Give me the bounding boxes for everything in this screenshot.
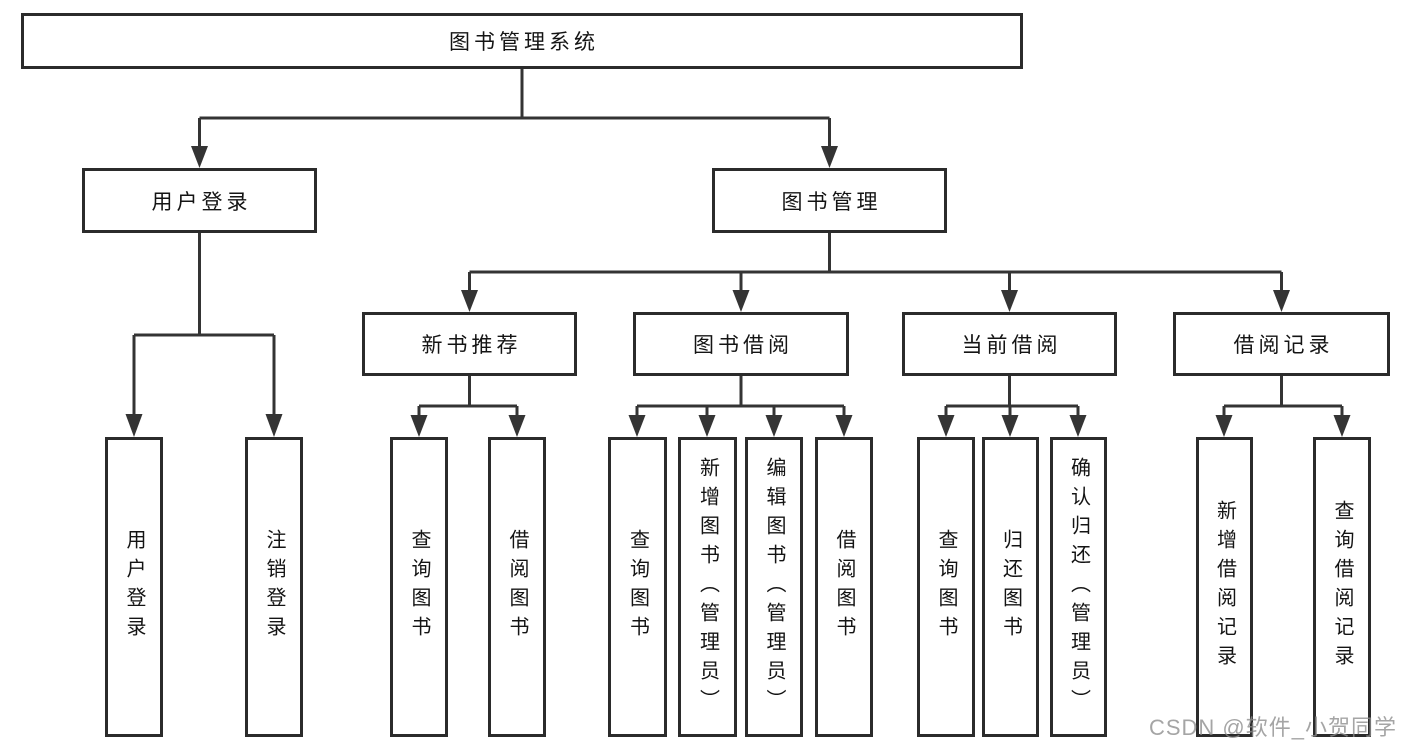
- node-label: 借阅记录: [1233, 334, 1334, 357]
- node-label: 查询图书: [626, 529, 649, 645]
- node-label: 查询借阅记录: [1331, 500, 1353, 674]
- node-library-management-system: 图书管理系统: [21, 13, 1023, 69]
- node-new-book-recommend: 新书推荐: [362, 312, 577, 376]
- node-label: 归还图书: [999, 529, 1022, 645]
- node-label: 借阅图书: [833, 529, 855, 645]
- node-label: 新增图书（管理员）: [696, 456, 719, 718]
- leaf-query-books-current: 查询图书: [917, 437, 975, 737]
- node-label: 当前借阅: [961, 334, 1062, 357]
- node-label: 用户登录: [123, 529, 145, 645]
- node-user-login: 用户登录: [82, 168, 317, 233]
- node-label: 新书推荐: [421, 334, 522, 357]
- connector-borrowing-records-to-leaves: [1215, 376, 1351, 437]
- node-label: 图书管理系统: [449, 31, 599, 54]
- node-label: 注销登录: [263, 529, 285, 645]
- connector-book-management-to-level3: [461, 233, 1290, 312]
- leaf-return-books: 归还图书: [982, 437, 1039, 737]
- node-label: 借阅图书: [506, 529, 528, 645]
- leaf-add-borrow-record: 新增借阅记录: [1196, 437, 1253, 737]
- node-label: 图书借阅: [693, 334, 793, 357]
- node-book-management: 图书管理: [712, 168, 947, 233]
- node-label: 确认归还（管理员）: [1067, 456, 1090, 718]
- leaf-query-books-recommend: 查询图书: [390, 437, 448, 737]
- connector-book-borrowing-to-leaves: [628, 376, 853, 437]
- node-label: 查询图书: [935, 529, 957, 645]
- node-borrowing-records: 借阅记录: [1173, 312, 1390, 376]
- leaf-logout: 注销登录: [245, 437, 303, 737]
- connector-current-borrowing-to-leaves: [937, 376, 1087, 437]
- node-label: 新增借阅记录: [1213, 500, 1236, 674]
- leaf-query-books-borrowing: 查询图书: [608, 437, 667, 737]
- node-label: 查询图书: [408, 529, 430, 645]
- connector-new-book-recommend-to-leaves: [410, 376, 526, 437]
- connector-user-login-to-leaves: [125, 233, 283, 437]
- node-current-borrowing: 当前借阅: [902, 312, 1117, 376]
- leaf-user-login: 用户登录: [105, 437, 163, 737]
- node-label: 图书管理: [781, 190, 882, 214]
- leaf-borrow-books-recommend: 借阅图书: [488, 437, 546, 737]
- leaf-query-borrow-record: 查询借阅记录: [1313, 437, 1371, 737]
- leaf-edit-books-admin: 编辑图书（管理员）: [745, 437, 803, 737]
- connector-root-to-level2: [191, 69, 838, 168]
- leaf-add-books-admin: 新增图书（管理员）: [678, 437, 737, 737]
- node-label: 用户登录: [151, 190, 252, 214]
- node-book-borrowing: 图书借阅: [633, 312, 849, 376]
- leaf-confirm-return-admin: 确认归还（管理员）: [1050, 437, 1107, 737]
- node-label: 编辑图书（管理员）: [763, 456, 785, 718]
- leaf-borrow-books: 借阅图书: [815, 437, 873, 737]
- csdn-watermark: CSDN @软件_小贺同学: [1148, 715, 1397, 740]
